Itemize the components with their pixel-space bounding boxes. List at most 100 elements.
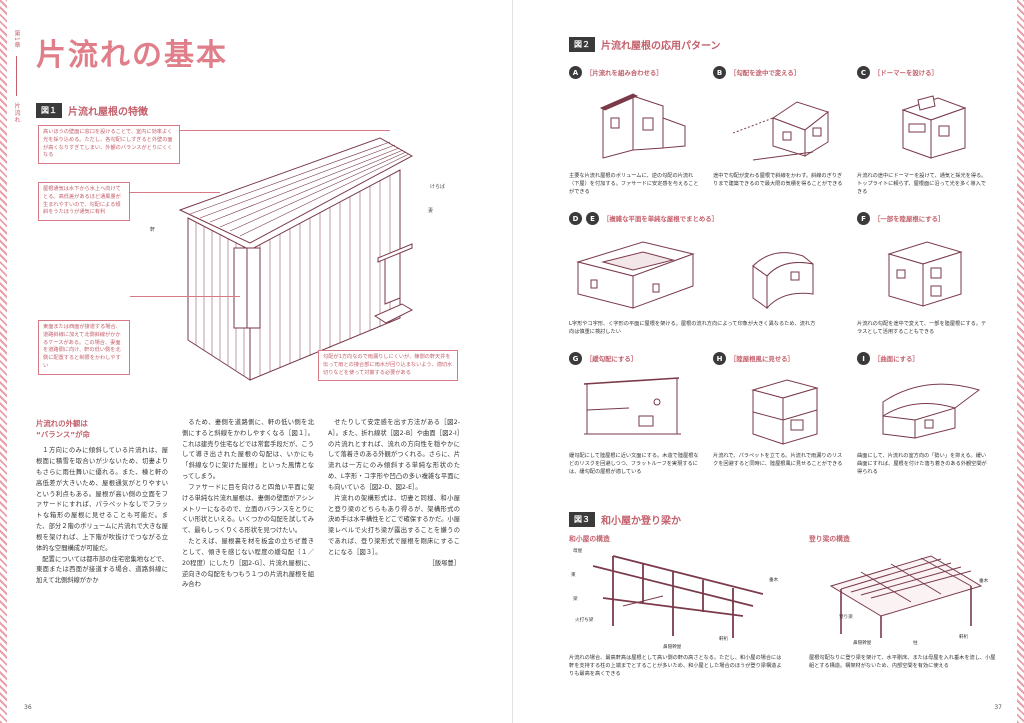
author-credit: ［飯塚豊］ bbox=[428, 559, 460, 567]
left-page: 第1章 片流れ 片流れの基本 図１ 片流れ屋根の特徴 bbox=[0, 0, 460, 723]
letter-badge: B bbox=[713, 66, 726, 79]
paragraph: せたりして安定感を出す方法がある［図2-A］。また、折れ線状［図2-B］や曲面［… bbox=[328, 419, 460, 491]
section-heading: 片流れの外観は “バランス”が命 bbox=[36, 419, 90, 440]
label-nokigeta: 軒桁 bbox=[719, 637, 729, 642]
page-title: 片流れの基本 bbox=[36, 38, 228, 73]
paragraph: るため、妻側を道路側に、軒の低い側を北側にすると斜線をかわしやすくなる［図１］。… bbox=[182, 419, 314, 481]
pattern-b-caption: 途中で勾配が変わる屋根で斜線をかわす。斜線のぎりぎりまで建築できるので最大限の気… bbox=[713, 173, 843, 188]
wagoya-caption: 片流れの場合、最高軒高は屋根として高い側の軒の高さとなる。ただし、和小屋の場合に… bbox=[569, 655, 782, 678]
paragraph: 片流れの架構形式は、切妻と同様、和小屋と登り梁のどちらもあり得るが、架構形式の決… bbox=[328, 494, 460, 556]
pattern-de-header: D E ［複雑な平面を単純な屋根でまとめる］ bbox=[569, 212, 718, 225]
page-number: 37 bbox=[994, 704, 1002, 711]
fig3-badge: 図３ bbox=[569, 512, 595, 527]
note-waterproof: 勾配が1方向なので雨漏りしにくいが、棟側の軒天井を伝って雨との接合部に雨水が回り… bbox=[318, 350, 458, 382]
note-ventilation: 屋根通気は水下から水上へ向けてとる。高低差があるほど通風量が生まれやすいので、勾… bbox=[38, 182, 130, 222]
pattern-f-header: F ［一部を陸屋根にする］ bbox=[857, 212, 944, 225]
pattern-title: ［曲面にする］ bbox=[874, 355, 919, 363]
pattern-c-caption: 片流れの途中にドーマーを設けて、通気と採光を得る。トップライトに頼らず、屋根面に… bbox=[857, 173, 987, 196]
pattern-title: ［勾配を途中で変える］ bbox=[730, 69, 801, 77]
label-hari: 梁 bbox=[573, 597, 578, 602]
fig1-header: 図１ 片流れ屋根の特徴 bbox=[36, 103, 148, 118]
letter-badge: I bbox=[857, 352, 870, 365]
body-column-1: 片流れの外観は “バランス”が命 １方向にのみに傾斜している片流れは、屋根面に積… bbox=[36, 418, 168, 587]
pattern-title: ［緩勾配にする］ bbox=[586, 355, 638, 363]
house-b-icon bbox=[733, 101, 830, 161]
page-number: 36 bbox=[24, 704, 32, 711]
fig3-heading: 和小屋か登り梁か bbox=[601, 516, 681, 527]
label-hashira: 柱 bbox=[913, 641, 918, 646]
paragraph: １方向にのみに傾斜している片流れは、屋根面に積雪を取合いが少ないため、切妻よりも… bbox=[36, 447, 168, 552]
label-nokigeta-2: 軒桁 bbox=[959, 635, 969, 640]
letter-badge: A bbox=[569, 66, 582, 79]
pattern-title: ［一部を陸屋根にする］ bbox=[874, 215, 945, 223]
chapter-label: 第1章 bbox=[13, 30, 20, 49]
fig2-header: 図２ 片流れ屋根の応用パターン bbox=[569, 37, 721, 52]
paragraph: 配置については都市部の住宅密集地などで、東面または西面が接道する場合、道路斜線に… bbox=[36, 555, 168, 585]
letter-badge: G bbox=[569, 352, 582, 365]
house-c-icon bbox=[901, 95, 967, 159]
pattern-h-caption: 片流れで、パラペットを立てる。片流れで雨漏りのリスクを回避すると同時に、陸屋根風… bbox=[713, 453, 843, 468]
pattern-de-caption: L字形やコ字形、く字形の平面に屋根を架ける。屋根の流れ方向によって印象が大きく異… bbox=[569, 321, 816, 336]
fig2-badge: 図２ bbox=[569, 37, 595, 52]
pattern-a-header: A ［片流れを組み合わせる］ bbox=[569, 66, 663, 79]
label-gable: 妻 bbox=[428, 208, 434, 214]
pattern-title: ［複雑な平面を単純な屋根でまとめる］ bbox=[603, 215, 719, 223]
pattern-i-header: I ［曲面にする］ bbox=[857, 352, 919, 365]
leader-line bbox=[180, 130, 390, 131]
note-window: 高いほうの壁面に窓口を設けることで、室内に効率よく光を採り込める。ただし、各勾配… bbox=[38, 125, 180, 165]
paragraph: たとえば、屋根裏を材を板金の立ちぜ葺きとして、傾きを感じない程度の緩勾配（１／2… bbox=[182, 538, 314, 589]
letter-badge: E bbox=[586, 212, 599, 225]
house-illustration bbox=[178, 137, 414, 381]
leader-line bbox=[130, 192, 220, 193]
fig1-badge: 図１ bbox=[36, 103, 62, 118]
pattern-title: ［陸屋根風に見せる］ bbox=[730, 355, 794, 363]
fig1-heading: 片流れ屋根の特徴 bbox=[68, 107, 148, 118]
house-h-icon bbox=[751, 379, 819, 445]
pattern-c-header: C ［ドーマーを設ける］ bbox=[857, 66, 938, 79]
pattern-a-caption: 主要な片流れ屋根のボリュームに、逆の勾配の片流れ（下屋）を付加する。ファサードに… bbox=[569, 173, 699, 196]
pattern-title: ［片流れを組み合わせる］ bbox=[586, 69, 663, 77]
wagoya-title: 和小屋の構造 bbox=[569, 535, 610, 543]
noboribari-title: 登り梁の構造 bbox=[809, 535, 850, 543]
label-noboribari: 登り梁 bbox=[839, 615, 853, 620]
note-setback: 東面または西面が接道する場合、道路斜線に加えて北側斜線がかかるケースがある。この… bbox=[38, 320, 130, 375]
label-eaves: 軒 bbox=[150, 227, 156, 233]
fig2-heading: 片流れ屋根の応用パターン bbox=[601, 41, 721, 52]
label-moya: 母屋 bbox=[573, 549, 583, 554]
house-f-icon bbox=[887, 241, 963, 307]
house-e-icon bbox=[752, 252, 814, 310]
topic-label: 片流れ bbox=[13, 102, 20, 124]
letter-badge: F bbox=[857, 212, 870, 225]
letter-badge: D bbox=[569, 212, 582, 225]
running-header: 第1章 片流れ bbox=[12, 30, 21, 124]
house-d-icon bbox=[576, 241, 695, 309]
fig3-header: 図３ 和小屋か登り梁か bbox=[569, 512, 681, 527]
body-column-2: るため、妻側を道路側に、軒の低い側を北側にすると斜線をかわしやすくなる［図１］。… bbox=[182, 418, 314, 591]
label-hiuchi: 火打ち梁 bbox=[575, 618, 594, 623]
wagoya-frame-diagram bbox=[592, 555, 764, 638]
pattern-b-header: B ［勾配を途中で変える］ bbox=[713, 66, 800, 79]
leader-line bbox=[130, 296, 240, 297]
pattern-i-caption: 曲面にして、片流れの室方向の「勢い」を抑える。緩い曲面にすれば、屋根を付けた落ち… bbox=[857, 453, 987, 476]
letter-badge: H bbox=[713, 352, 726, 365]
page-edge-stripe bbox=[0, 0, 7, 723]
pattern-f-caption: 片流れの勾配を途中で変えて、一部を陸屋根にする。テラスとして活用することもできる bbox=[857, 321, 987, 336]
pattern-g-header: G ［緩勾配にする］ bbox=[569, 352, 637, 365]
paragraph: ファサードに目を向けると四角い平面に架ける単純な片流れ屋根は、妻側の壁面がアシン… bbox=[182, 483, 314, 535]
label-hanakakushi: 鼻隠幹屋 bbox=[663, 645, 682, 650]
pattern-title: ［ドーマーを設ける］ bbox=[874, 69, 938, 77]
house-a-icon bbox=[599, 93, 686, 159]
house-g-icon bbox=[583, 377, 681, 435]
pattern-g-caption: 緩勾配にして陸屋根に近い文面にする。木造で陸屋根などのリスクを回避しつつ、フラッ… bbox=[569, 453, 699, 476]
right-page: 図２ 片流れ屋根の応用パターン A ［片流れを組み合わせる］ B ［勾配を途中で… bbox=[512, 0, 1024, 723]
noboribari-caption: 屋根勾配なりに登り梁を架けて、水平剛床、または母屋を入れ垂木を流し、小屋組とする… bbox=[809, 655, 996, 670]
label-keraba: けらば bbox=[430, 184, 446, 190]
body-column-3: せたりして安定感を出す方法がある［図2-A］。また、折れ線状［図2-B］や曲面［… bbox=[328, 418, 460, 570]
label-taruki-2: 垂木 bbox=[979, 579, 989, 584]
page-edge-stripe bbox=[1017, 0, 1024, 723]
house-i-icon bbox=[882, 383, 981, 439]
noboribari-frame-diagram bbox=[829, 555, 983, 638]
label-taruki: 垂木 bbox=[769, 578, 779, 583]
letter-badge: C bbox=[857, 66, 870, 79]
pattern-h-header: H ［陸屋根風に見せる］ bbox=[713, 352, 794, 365]
